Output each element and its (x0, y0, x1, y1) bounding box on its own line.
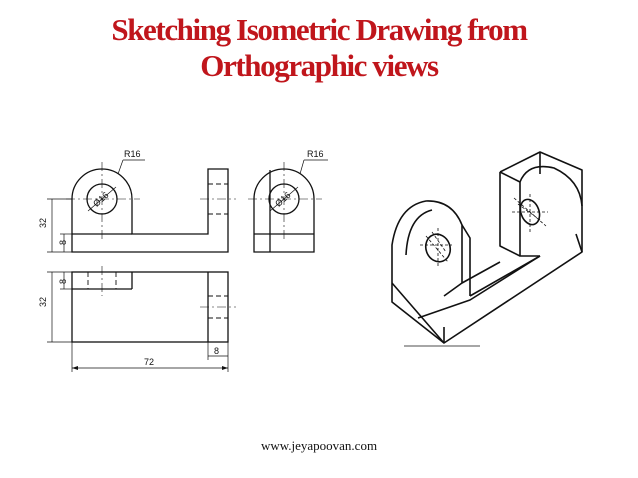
isometric-view (391, 151, 583, 347)
side-diameter-label: Ø16 (273, 190, 292, 209)
front-view-outline (71, 168, 229, 253)
side-view: R16 Ø16 (248, 149, 328, 253)
front-base-label: 8 (58, 240, 68, 245)
footer-website: www.jeyapoovan.com (260, 438, 378, 453)
front-radius-label: R16 (124, 149, 141, 159)
front-diameter-label: Ø16 (91, 190, 110, 209)
side-radius-label: R16 (307, 149, 324, 159)
side-view-outline (253, 168, 315, 253)
title-line-2: Orthographic views (200, 48, 439, 83)
top-view-outline (71, 271, 229, 343)
top-depth-label: 32 (38, 297, 48, 307)
front-view: R16 Ø16 32 8 (38, 149, 236, 253)
top-width-label: 8 (214, 346, 219, 356)
title-line-1: Sketching Isometric Drawing from (111, 12, 528, 47)
top-view: 32 8 8 72 (38, 266, 236, 372)
top-thickness-label: 8 (58, 279, 68, 284)
front-height-label: 32 (38, 218, 48, 228)
top-length-label: 72 (144, 357, 154, 367)
